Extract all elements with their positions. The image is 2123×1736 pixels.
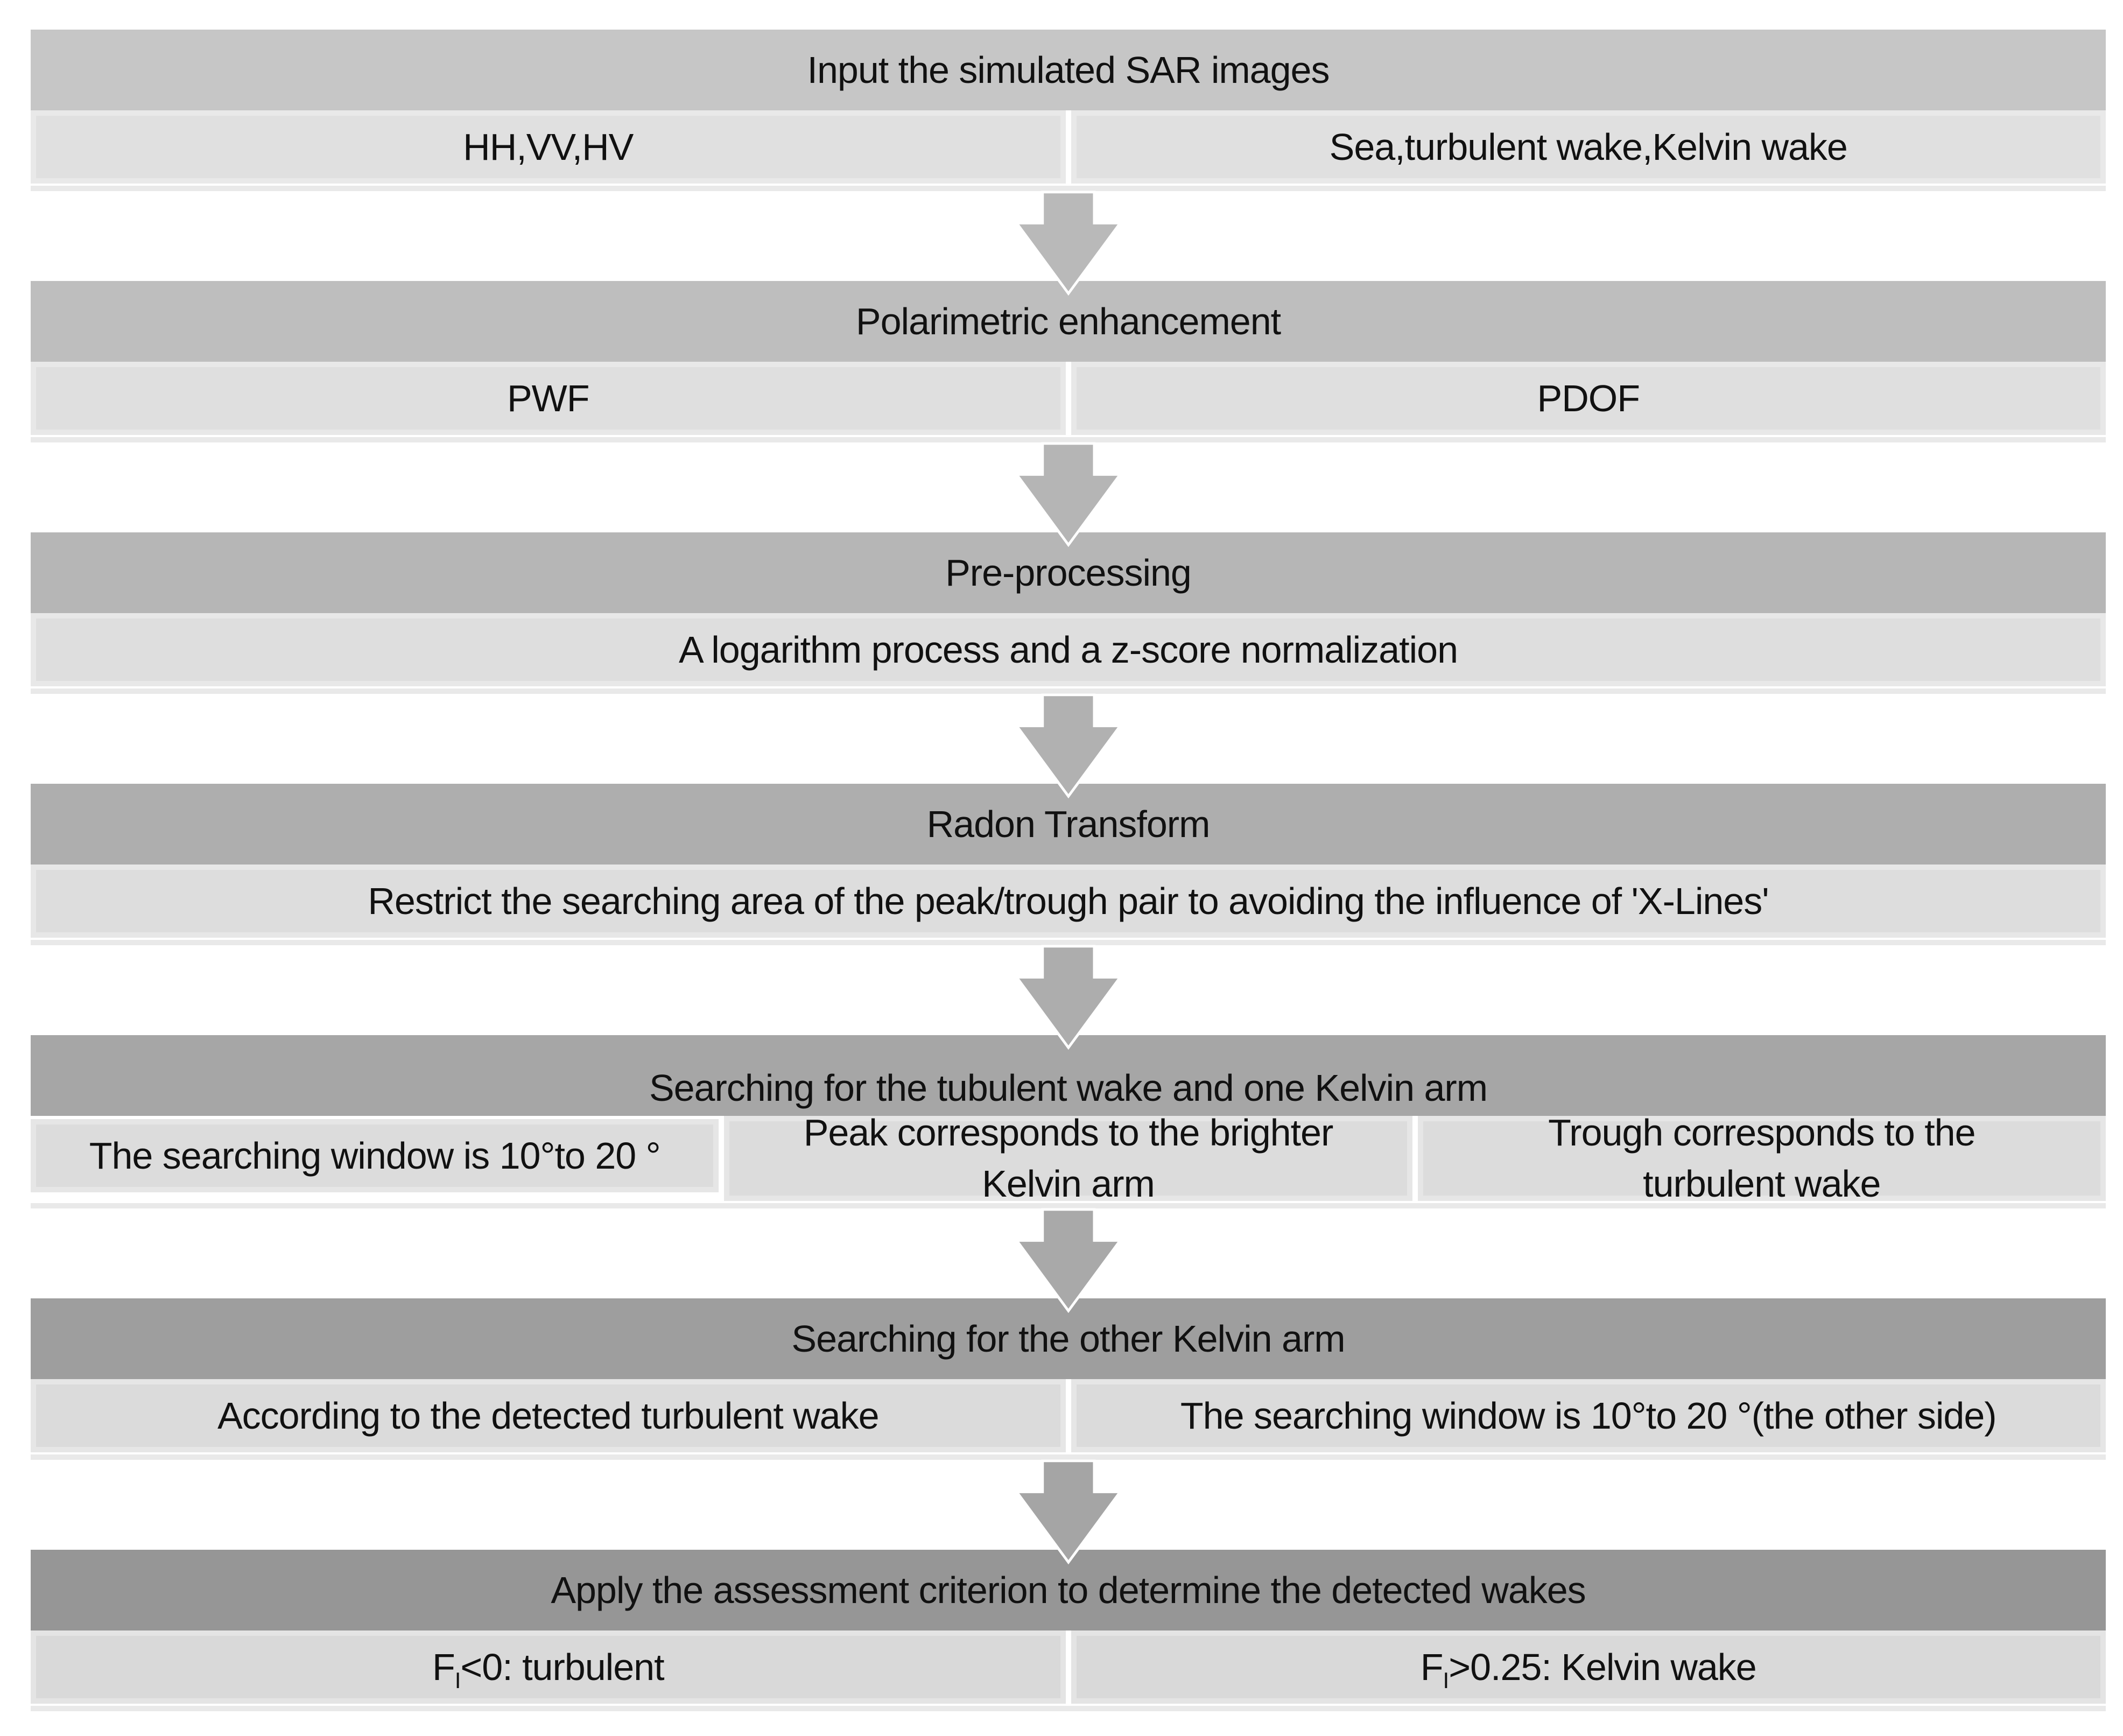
down-arrow-icon bbox=[31, 686, 2106, 799]
down-arrow-shape bbox=[1014, 442, 1123, 547]
stage-header-label: Input the simulated SAR images bbox=[807, 49, 1330, 91]
stage-cell-pwf: PWF bbox=[31, 362, 1066, 435]
stage-header: Apply the assessment criterion to determ… bbox=[31, 1550, 2106, 1630]
stage-cell-fi-turbulent: FI<0: turbulent bbox=[31, 1630, 1066, 1704]
stage-cell-search-window: The searching window is 10°to 20 ° bbox=[31, 1119, 719, 1192]
down-arrow-shape bbox=[1014, 1459, 1123, 1565]
stage-cell-peak: Peak corresponds to the brighter Kelvin … bbox=[724, 1112, 1412, 1205]
criterion-text: FI<0: turbulent bbox=[432, 1646, 665, 1693]
down-arrow-shape bbox=[1014, 191, 1123, 296]
stage-header-label: Apply the assessment criterion to determ… bbox=[551, 1569, 1586, 1611]
stage-header: Searching for the other Kelvin arm bbox=[31, 1298, 2106, 1379]
stage-subrow: HH,VV,HV Sea,turbulent wake,Kelvin wake bbox=[31, 110, 2106, 191]
stage-header-label: Searching for the other Kelvin arm bbox=[791, 1318, 1345, 1360]
stage-header: Input the simulated SAR images bbox=[31, 30, 2106, 110]
stage-assessment-criterion: Apply the assessment criterion to determ… bbox=[31, 1550, 2106, 1711]
stage-header-label: Pre-processing bbox=[945, 552, 1192, 594]
stage-subrow: According to the detected turbulent wake… bbox=[31, 1379, 2106, 1460]
stage-subrow: The searching window is 10°to 20 ° Peak … bbox=[31, 1112, 2106, 1208]
stage-header-label: Polarimetric enhancement bbox=[855, 300, 1281, 342]
stage-cell-restrict-search: Restrict the searching area of the peak/… bbox=[31, 865, 2106, 938]
down-arrow-icon bbox=[31, 938, 2106, 1050]
stage-header-label: Radon Transform bbox=[926, 803, 1211, 845]
stage-cell-polarizations: HH,VV,HV bbox=[31, 110, 1066, 184]
stage-cell-trough: Trough corresponds to the turbulent wake bbox=[1417, 1112, 2106, 1205]
stage-cell-according-turbulent: According to the detected turbulent wake bbox=[31, 1379, 1066, 1452]
stage-search-other-kelvin: Searching for the other Kelvin arm Accor… bbox=[31, 1298, 2106, 1460]
subscript-I: I bbox=[1443, 1668, 1450, 1693]
flowchart: Input the simulated SAR images HH,VV,HV … bbox=[31, 30, 2106, 1711]
stage-search-turbulent-and-kelvin: Searching for the tubulent wake and one … bbox=[31, 1035, 2106, 1208]
stage-subrow: PWF PDOF bbox=[31, 362, 2106, 442]
stage-cell-search-window-other: The searching window is 10°to 20 °(the o… bbox=[1071, 1379, 2106, 1452]
stage-cell-pdof: PDOF bbox=[1071, 362, 2106, 435]
down-arrow-icon bbox=[31, 1452, 2106, 1565]
stage-subrow: FI<0: turbulent FI>0.25: Kelvin wake bbox=[31, 1630, 2106, 1711]
stage-pre-processing: Pre-processing A logarithm process and a… bbox=[31, 532, 2106, 694]
stage-subrow: A logarithm process and a z-score normal… bbox=[31, 613, 2106, 694]
down-arrow-shape bbox=[1014, 693, 1123, 799]
stage-cell-scene-types: Sea,turbulent wake,Kelvin wake bbox=[1071, 110, 2106, 184]
criterion-text: FI>0.25: Kelvin wake bbox=[1420, 1646, 1757, 1693]
stage-cell-fi-kelvin: FI>0.25: Kelvin wake bbox=[1071, 1630, 2106, 1704]
down-arrow-shape bbox=[1014, 945, 1123, 1050]
stage-polarimetric-enhancement: Polarimetric enhancement PWF PDOF bbox=[31, 281, 2106, 442]
stage-subrow: Restrict the searching area of the peak/… bbox=[31, 865, 2106, 945]
stage-cell-normalization: A logarithm process and a z-score normal… bbox=[31, 613, 2106, 686]
down-arrow-icon bbox=[31, 1201, 2106, 1313]
down-arrow-icon bbox=[31, 435, 2106, 547]
down-arrow-icon bbox=[31, 184, 2106, 296]
stage-input-sar-images: Input the simulated SAR images HH,VV,HV … bbox=[31, 30, 2106, 191]
stage-radon-transform: Radon Transform Restrict the searching a… bbox=[31, 784, 2106, 945]
down-arrow-shape bbox=[1014, 1208, 1123, 1313]
stage-header-label: Searching for the tubulent wake and one … bbox=[649, 1067, 1488, 1109]
subscript-I: I bbox=[454, 1668, 461, 1693]
